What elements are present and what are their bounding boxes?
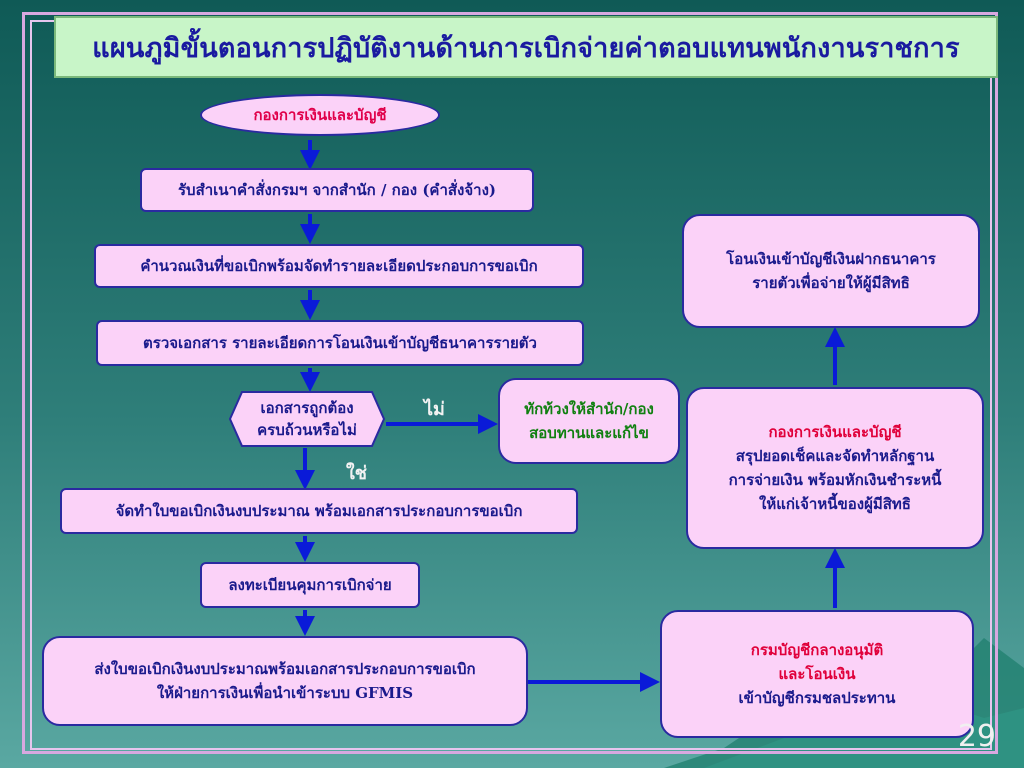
step-prepare-request: จัดทำใบขอเบิกเงินงบประมาณ พร้อมเอกสารประ… — [60, 488, 578, 534]
step-register-text: ลงทะเบียนคุมการเบิกจ่าย — [228, 576, 392, 594]
summarize-line3: การจ่ายเงิน พร้อมหักเงินชำระหนี้ — [728, 471, 942, 489]
step-check-docs-text: ตรวจเอกสาร รายละเอียดการโอนเงินเข้าบัญชี… — [143, 334, 537, 352]
step-send-gfmis: ส่งใบขอเบิกเงินงบประมาณพร้อมเอกสารประกอบ… — [42, 636, 528, 726]
start-node: กองการเงินและบัญชี — [200, 94, 440, 136]
step-transfer-bank: โอนเงินเข้าบัญชีเงินฝากธนาคาร รายตัวเพื่… — [682, 214, 980, 328]
cgd-approve-line2: และโอนเงิน — [778, 665, 856, 683]
step-calculate: คำนวณเงินที่ขอเบิกพร้อมจัดทำรายละเอียดปร… — [94, 244, 584, 288]
send-gfmis-line1: ส่งใบขอเบิกเงินงบประมาณพร้อมเอกสารประกอบ… — [94, 660, 476, 678]
step-check-docs: ตรวจเอกสาร รายละเอียดการโอนเงินเข้าบัญชี… — [96, 320, 584, 366]
summarize-line4: ให้แก่เจ้าหนี้ของผู้มีสิทธิ — [759, 495, 911, 513]
object-revise-line2: สอบทานและแก้ไข — [529, 424, 649, 442]
cgd-approve-line3: เข้าบัญชีกรมชลประทาน — [738, 689, 896, 707]
decision-node: เอกสารถูกต้อง ครบถ้วนหรือไม่ — [228, 390, 386, 448]
slide-frame-outer — [22, 12, 998, 754]
step-calculate-text: คำนวณเงินที่ขอเบิกพร้อมจัดทำรายละเอียดปร… — [140, 257, 538, 275]
yes-label: ใช่ — [346, 463, 368, 484]
transfer-bank-line1: โอนเงินเข้าบัญชีเงินฝากธนาคาร — [726, 250, 936, 268]
step-receive-order-text: รับสำเนาคำสั่งกรมฯ จากสำนัก / กอง (คำสั่… — [177, 181, 496, 199]
title-text: แผนภูมิขั้นตอนการปฏิบัติงานด้านการเบิกจ่… — [92, 32, 960, 64]
step-summarize-cheques: กองการเงินและบัญชี สรุปยอดเช็คและจัดทำหล… — [686, 387, 984, 549]
no-label: ไม่ — [424, 399, 445, 420]
transfer-bank-line2: รายตัวเพื่อจ่ายให้ผู้มีสิทธิ — [752, 274, 910, 292]
summarize-line2: สรุปยอดเช็คและจัดทำหลักฐาน — [735, 447, 935, 465]
start-label: กองการเงินและบัญชี — [253, 106, 387, 124]
slide-title: แผนภูมิขั้นตอนการปฏิบัติงานด้านการเบิกจ่… — [54, 16, 998, 78]
cgd-approve-line1: กรมบัญชีกลางอนุมัติ — [750, 641, 884, 659]
decision-shape — [228, 391, 386, 447]
decision-text-line2: ครบถ้วนหรือไม่ — [257, 421, 357, 439]
step-prepare-request-text: จัดทำใบขอเบิกเงินงบประมาณ พร้อมเอกสารประ… — [115, 502, 523, 520]
step-object-revise: ทักท้วงให้สำนัก/กอง สอบทานและแก้ไข — [498, 378, 680, 464]
step-receive-order: รับสำเนาคำสั่งกรมฯ จากสำนัก / กอง (คำสั่… — [140, 168, 534, 212]
step-cgd-approve: กรมบัญชีกลางอนุมัติ และโอนเงิน เข้าบัญชี… — [660, 610, 974, 738]
object-revise-line1: ทักท้วงให้สำนัก/กอง — [524, 400, 654, 418]
decision-text-line1: เอกสารถูกต้อง — [260, 398, 354, 417]
send-gfmis-line2: ให้ฝ่ายการเงินเพื่อนำเข้าระบบ GFMIS — [156, 684, 414, 702]
summarize-line1: กองการเงินและบัญชี — [768, 423, 902, 441]
page-number: 29 — [957, 719, 996, 754]
step-register: ลงทะเบียนคุมการเบิกจ่าย — [200, 562, 420, 608]
